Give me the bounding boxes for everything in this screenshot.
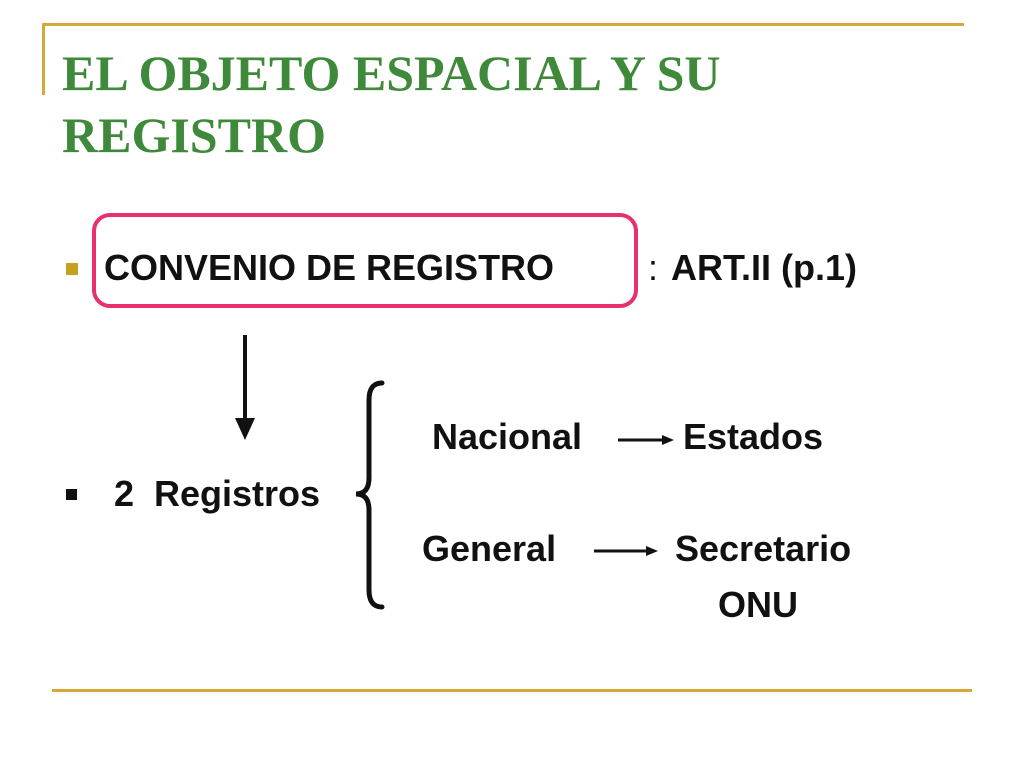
arrow-nacional-estados (618, 435, 674, 445)
bullet-marker-gold (66, 263, 78, 275)
left-rule (42, 23, 45, 95)
register-secretario: Secretario (675, 528, 852, 569)
register-onu: ONU (718, 584, 798, 625)
register-nacional: Nacional (432, 416, 583, 457)
top-rule (42, 23, 964, 26)
curly-brace (355, 380, 385, 610)
bullet1-label: CONVENIO DE REGISTRO (104, 247, 555, 288)
arrow-general-secretario (594, 546, 658, 556)
bullet2-label: 2 Registros (114, 473, 321, 514)
down-arrow (235, 335, 255, 440)
bullet1-reference: ART.II (p.1) (671, 247, 857, 288)
slide-title: EL OBJETO ESPACIAL Y SU REGISTRO (62, 45, 721, 163)
register-general: General (422, 528, 557, 569)
highlight-outline (92, 213, 638, 308)
bullet-marker-black (66, 489, 77, 500)
bullet1-separator: : (648, 247, 659, 288)
bottom-rule (52, 689, 972, 692)
register-estados: Estados (683, 416, 824, 457)
